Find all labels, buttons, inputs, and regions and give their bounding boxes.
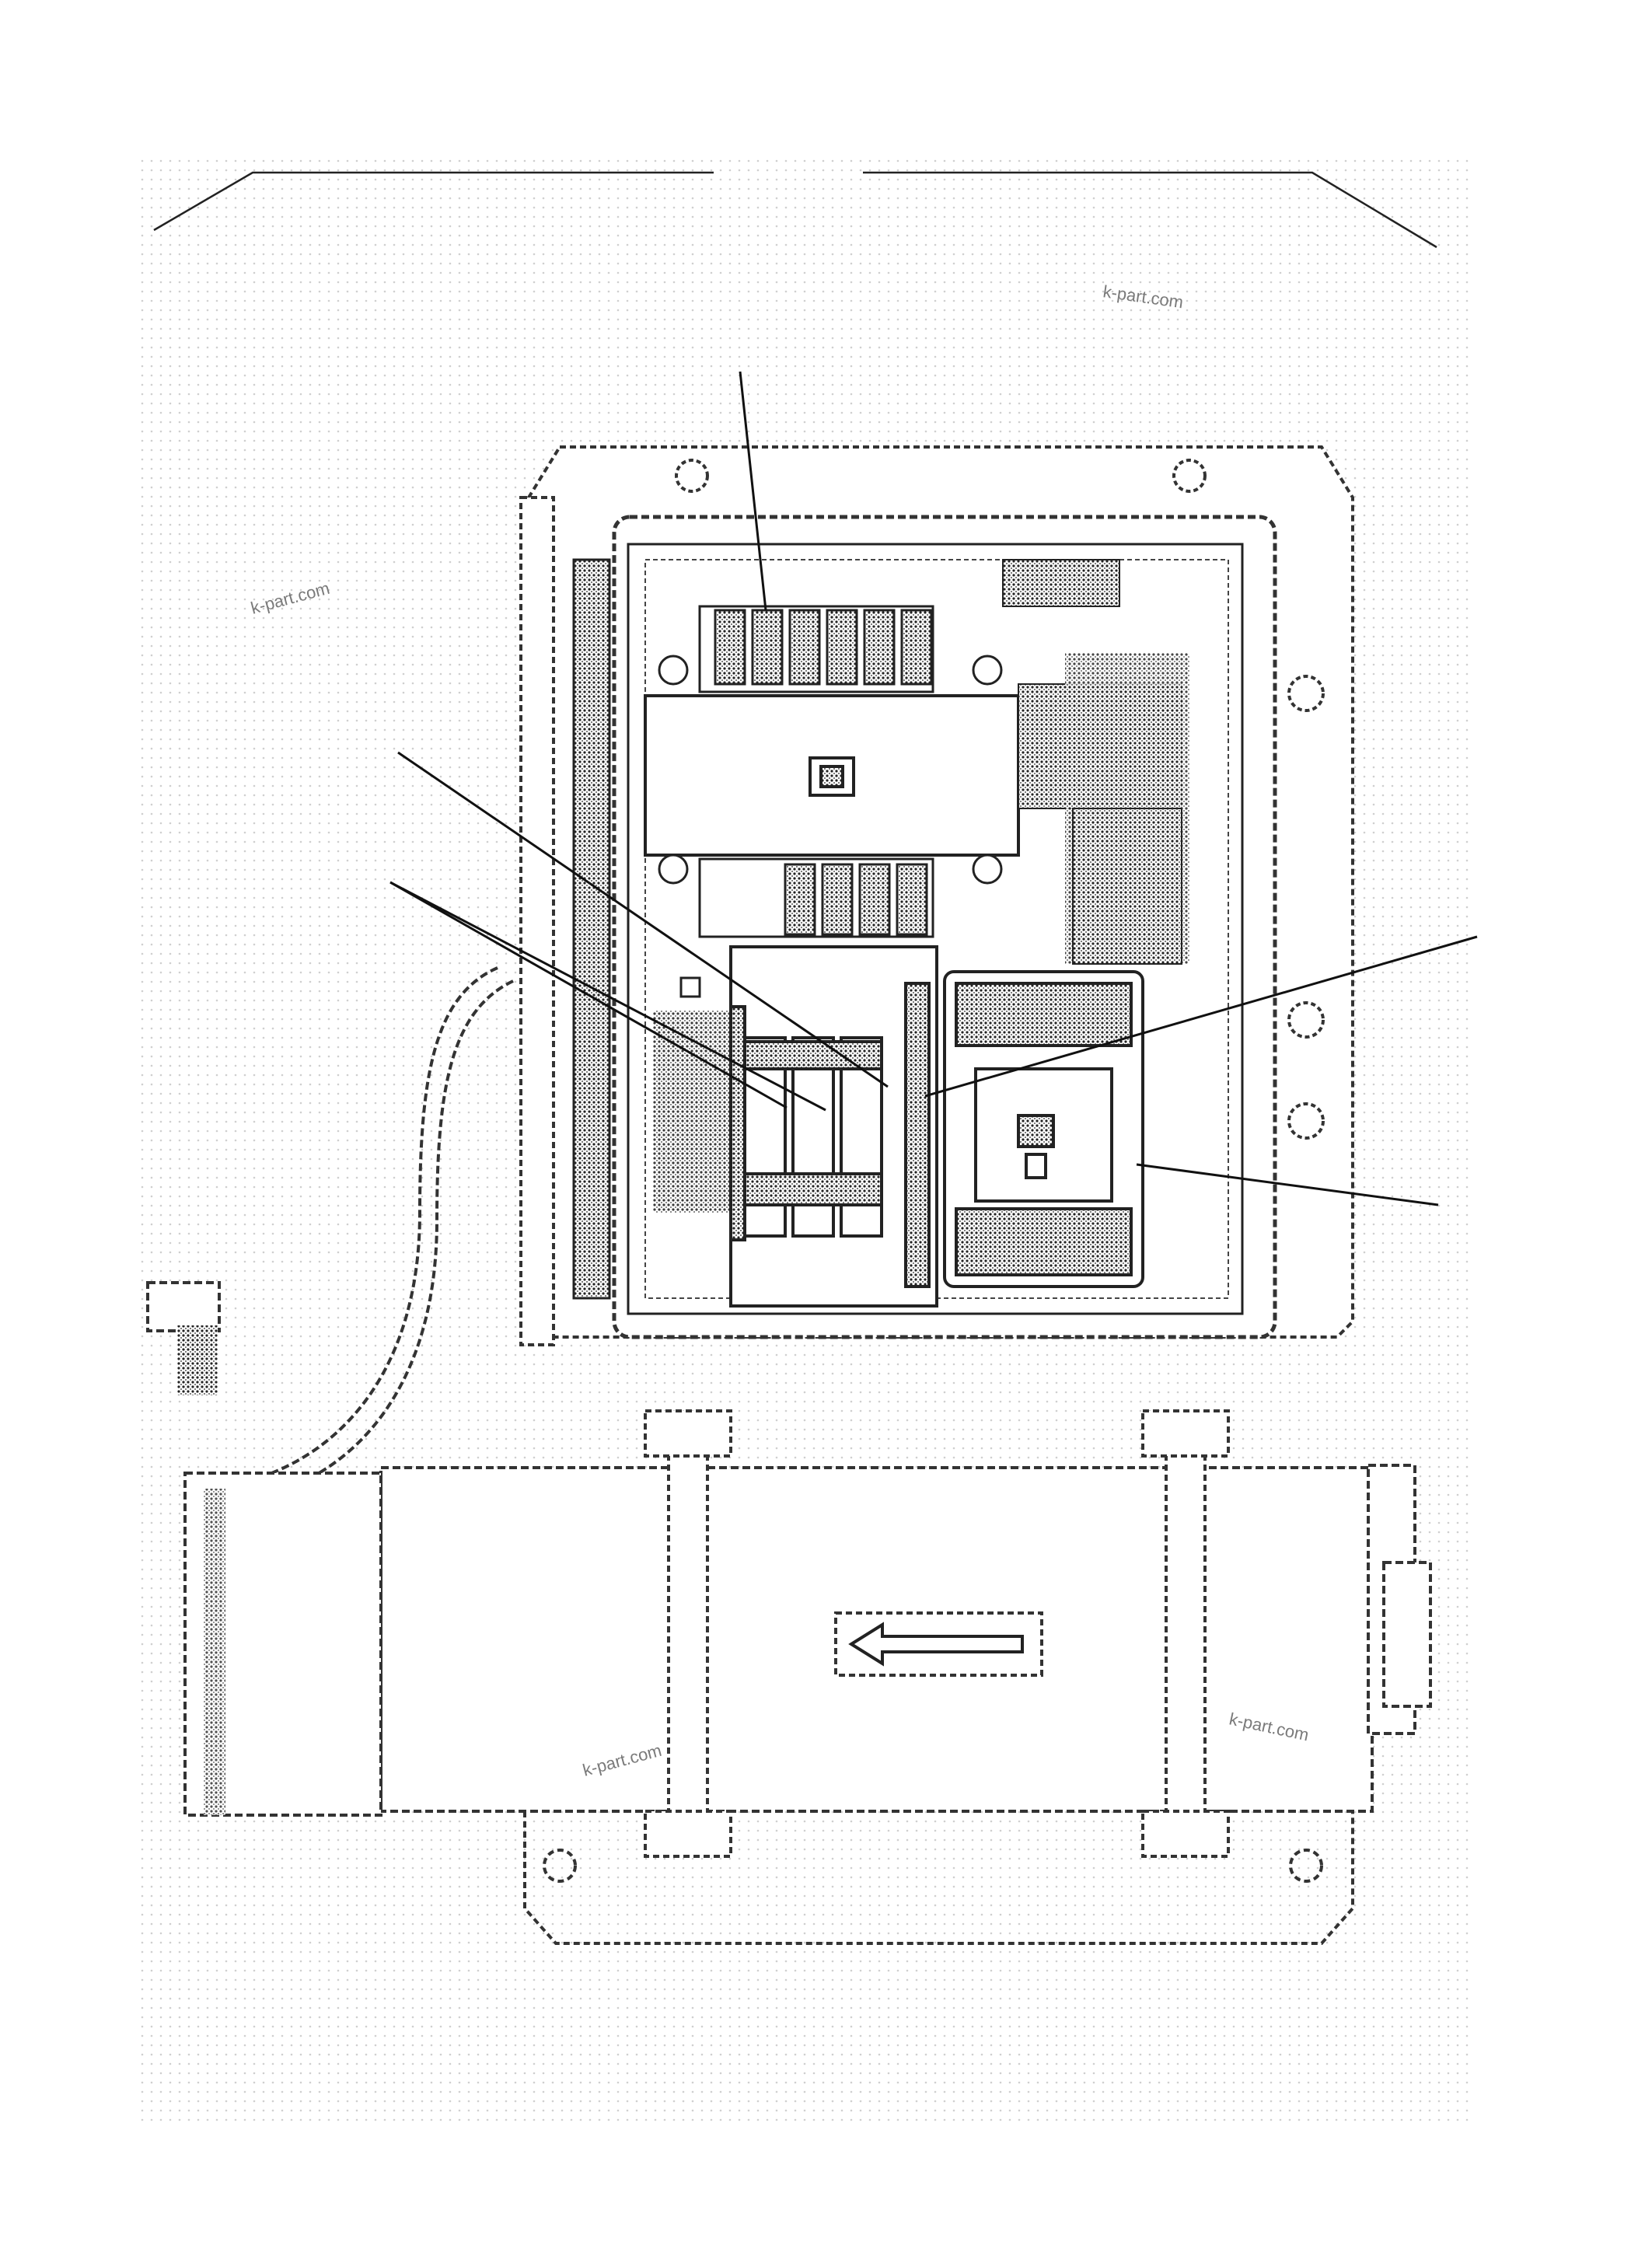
leader-lines [389, 371, 1478, 1206]
terminal-block-upper [658, 605, 1003, 693]
left-components [653, 976, 731, 1213]
support-straps [644, 1409, 1230, 1858]
relay-group [729, 945, 938, 1308]
terminal-block-lower [658, 854, 1003, 938]
circuit-board [1002, 559, 1189, 965]
magnetic-contactor [943, 970, 1144, 1288]
transformer [644, 694, 1020, 857]
cylinder-housing [146, 1281, 1432, 1817]
frame-bracket [153, 171, 1437, 249]
cable [232, 966, 514, 1503]
side-terminal-strip [519, 496, 611, 1346]
arrow-left-icon [834, 1611, 1043, 1677]
base-plate [523, 1811, 1354, 1945]
mounting-holes [675, 459, 1325, 1140]
